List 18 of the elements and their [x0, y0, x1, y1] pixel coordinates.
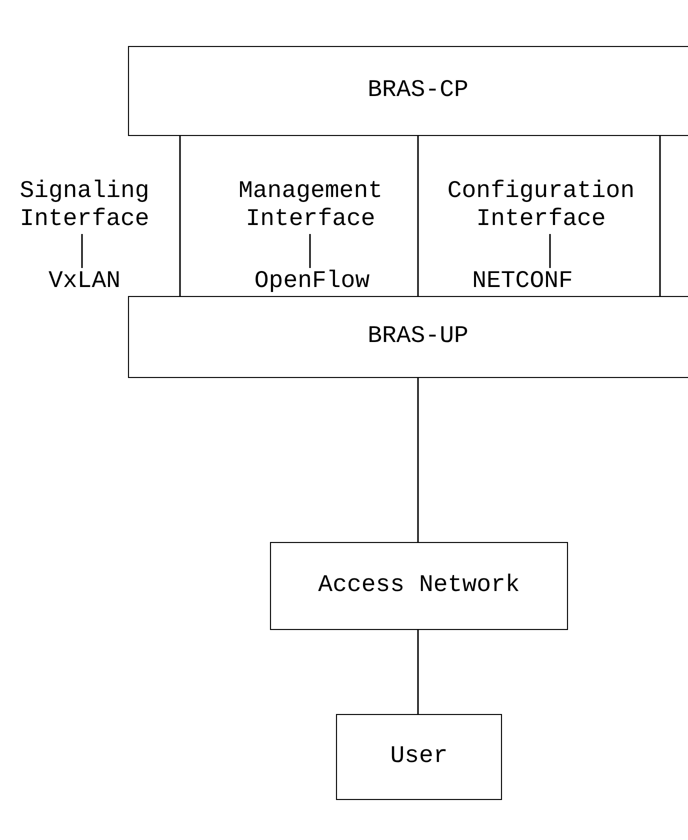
connector-line: [81, 234, 83, 268]
connector-line: [417, 630, 419, 714]
access-network-box: Access Network: [270, 542, 568, 630]
interface-label: Signaling Interface: [2, 178, 167, 234]
protocol-label: NETCONF: [460, 268, 585, 296]
connector-line: [417, 136, 419, 296]
interface-label: Configuration Interface: [436, 178, 646, 234]
interface-label: Management Interface: [228, 178, 393, 234]
protocol-label: OpenFlow: [237, 268, 387, 296]
user-plane-box: BRAS-UP: [128, 296, 688, 378]
connector-line: [417, 378, 419, 542]
connector-line: [179, 136, 181, 296]
protocol-label: VxLAN: [37, 268, 132, 296]
control-plane-box: BRAS-CP: [128, 46, 688, 136]
connector-line: [549, 234, 551, 268]
user-box: User: [336, 714, 502, 800]
connector-line: [659, 136, 661, 296]
connector-line: [309, 234, 311, 268]
